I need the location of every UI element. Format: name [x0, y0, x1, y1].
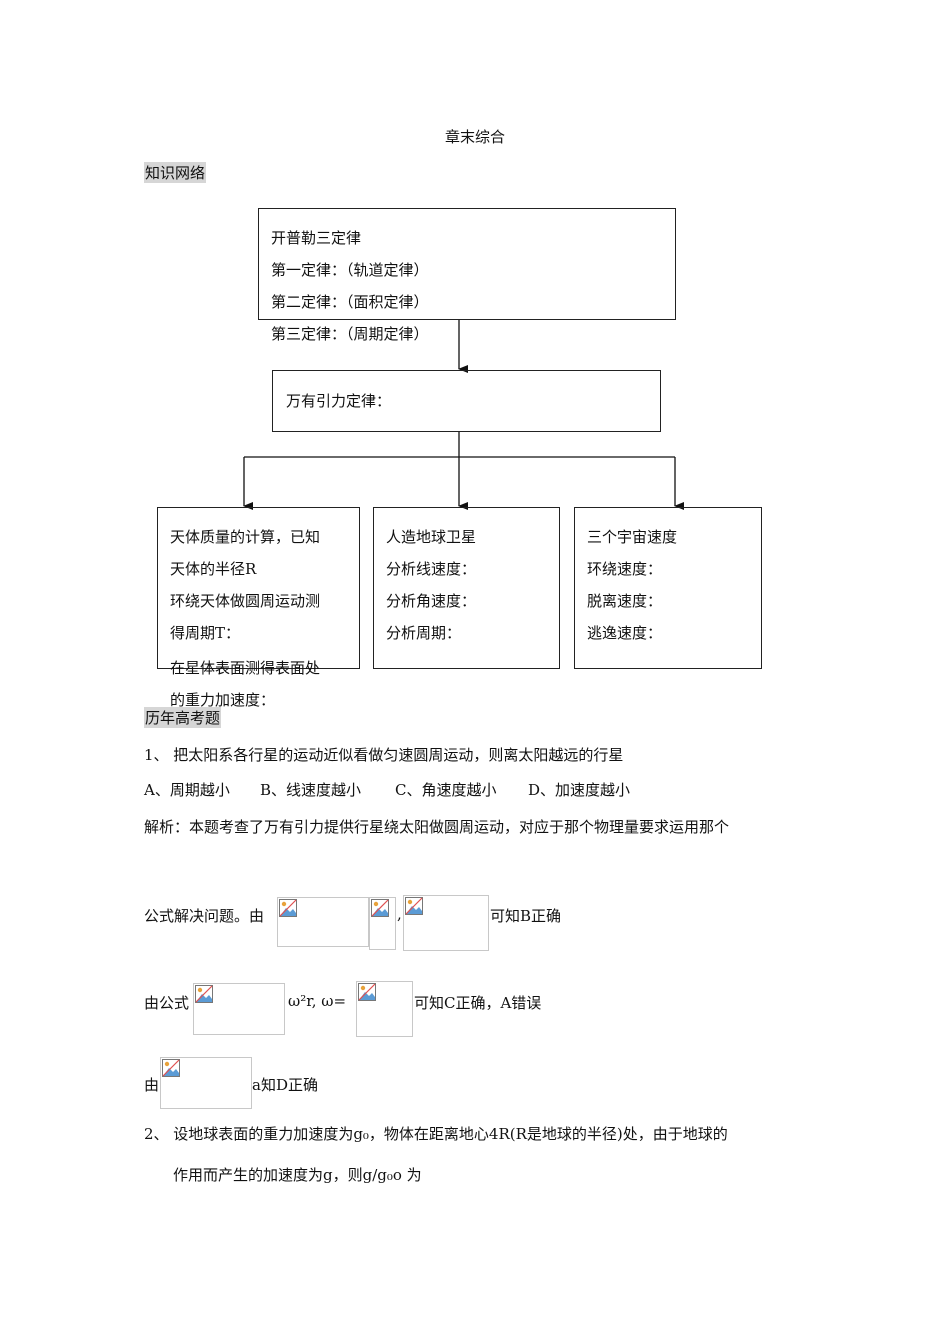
formula-image-4 [193, 983, 285, 1035]
q1-analysis-line3-suffix: 可知C正确，A错误 [414, 994, 542, 1012]
gravitation-law-box [272, 370, 661, 432]
kepler-laws-box [258, 208, 676, 320]
section-heading-past-exams: 历年高考题 [144, 707, 222, 728]
q1-analysis-line2-prefix: 公式解决问题。由 [144, 907, 265, 925]
cosmic-heading: 三个宇宙速度 [587, 528, 678, 546]
celestial-mass-box [157, 507, 360, 669]
formula-image-2 [369, 897, 396, 950]
satellite-line-1: 分析线速度： [386, 560, 477, 578]
page-title: 章末综合 [444, 128, 505, 146]
mass-line-6: 的重力加速度： [170, 691, 276, 709]
mass-line-5: 在星体表面测得表面处 [170, 659, 321, 677]
mass-line-3: 环绕天体做圆周运动测 [170, 592, 321, 610]
mass-line-4: 得周期T： [170, 624, 241, 642]
broken-image-icon [405, 897, 423, 915]
broken-image-icon [371, 899, 389, 917]
q1-option-b: B、线速度越小 [260, 781, 362, 799]
q1-analysis-line2-suffix: 可知B正确 [490, 907, 562, 925]
cosmic-velocity-box [574, 507, 762, 669]
satellite-line-2: 分析角速度： [386, 592, 477, 610]
q1-analysis-line2-comma: , [397, 905, 402, 923]
q1-option-d: D、加速度越小 [528, 781, 631, 799]
gravitation-heading: 万有引力定律： [286, 392, 392, 410]
formula-image-6 [160, 1057, 252, 1109]
satellite-line-3: 分析周期： [386, 624, 462, 642]
formula-image-1 [277, 897, 369, 947]
q1-analysis-line4-prefix: 由 [144, 1076, 160, 1094]
diagram-connectors [243, 320, 684, 510]
cosmic-line-3: 逃逸速度： [587, 624, 663, 642]
kepler-law-1: 第一定律：（轨道定律） [271, 261, 429, 279]
mass-line-2: 天体的半径R [170, 560, 257, 578]
cosmic-line-2: 脱离速度： [587, 592, 663, 610]
cosmic-line-1: 环绕速度： [587, 560, 663, 578]
q1-option-a: A、周期越小 [144, 781, 230, 799]
formula-image-5 [356, 981, 413, 1037]
q2-line-1: 2、 设地球表面的重力加速度为g₀，物体在距离地心4R(R是地球的半径)处，由于… [144, 1125, 728, 1143]
formula-image-3 [403, 895, 489, 951]
q1-analysis: 解析：本题考查了万有引力提供行星绕太阳做圆周运动，对应于那个物理量要求运用那个 [144, 818, 730, 836]
satellite-heading: 人造地球卫星 [386, 528, 477, 546]
kepler-law-3: 第三定律：（周期定律） [271, 325, 429, 343]
broken-image-icon [279, 899, 297, 917]
q1-analysis-line3-prefix: 由公式 [144, 994, 190, 1012]
q1-stem: 1、 把太阳系各行星的运动近似看做匀速圆周运动，则离太阳越远的行星 [144, 746, 624, 764]
q1-option-c: C、角速度越小 [395, 781, 497, 799]
kepler-law-2: 第二定律：（面积定律） [271, 293, 429, 311]
q1-analysis-line3-omega: ω²r, ω= [288, 992, 347, 1010]
section-heading-knowledge-network: 知识网络 [144, 162, 207, 183]
kepler-heading: 开普勒三定律 [271, 229, 362, 247]
q2-line-2: 作用而产生的加速度为g，则g/g₀o 为 [173, 1166, 422, 1184]
mass-line-1: 天体质量的计算，已知 [170, 528, 321, 546]
q1-analysis-line4-suffix: a知D正确 [252, 1076, 318, 1094]
broken-image-icon [358, 983, 376, 1001]
broken-image-icon [195, 985, 213, 1003]
broken-image-icon [162, 1059, 180, 1077]
satellite-box [373, 507, 560, 669]
